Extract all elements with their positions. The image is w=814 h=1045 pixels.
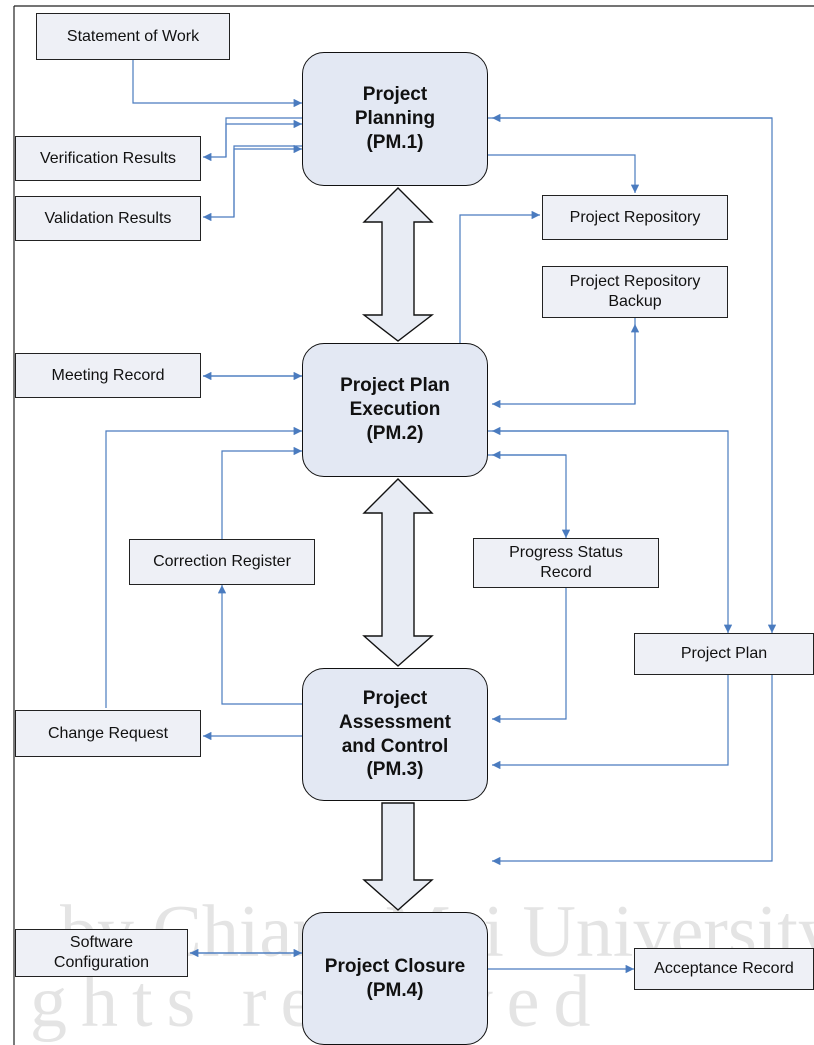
artifact-progress-status-record[interactable]: Progress Status Record — [473, 538, 659, 588]
connector-pm2-progress — [488, 454, 571, 538]
artifact-acceptance-record[interactable]: Acceptance Record — [634, 948, 814, 990]
artifact-meeting-record[interactable]: Meeting Record — [15, 353, 201, 398]
connector-verification-pm1 — [225, 119, 302, 157]
artifact-correction-register[interactable]: Correction Register — [129, 539, 315, 585]
artifact-project-repository[interactable]: Project Repository — [542, 195, 728, 240]
process-pm2-project-plan-execution[interactable]: Project Plan Execution (PM.2) — [302, 343, 488, 477]
connector-backup-pm2 — [492, 318, 636, 409]
block-arrow-pm1-pm2 — [361, 187, 435, 342]
block-arrow-pm3-pm4 — [362, 802, 434, 911]
artifact-software-configuration[interactable]: Software Configuration — [15, 929, 188, 977]
connector-pm3-correction — [217, 585, 302, 705]
connector-pm1-repository — [488, 154, 640, 193]
block-arrow-pm2-pm3 — [362, 478, 434, 667]
connector-change-pm2 — [105, 426, 302, 708]
connector-pm2-projectplan — [488, 430, 733, 633]
connector-progress-pm3 — [492, 588, 567, 724]
artifact-validation-results[interactable]: Validation Results — [15, 196, 201, 241]
process-pm3-assessment-and-control[interactable]: Project Assessment and Control (PM.3) — [302, 668, 488, 801]
process-pm4-project-closure[interactable]: Project Closure (PM.4) — [302, 912, 488, 1045]
artifact-project-repository-backup[interactable]: Project Repository Backup — [542, 266, 728, 318]
artifact-statement-of-work[interactable]: Statement of Work — [36, 13, 230, 60]
connector-projectplan-pm3 — [492, 675, 729, 770]
connector-validation-pm1 — [233, 144, 302, 217]
artifact-change-request[interactable]: Change Request — [15, 710, 201, 757]
artifact-project-plan[interactable]: Project Plan — [634, 633, 814, 675]
connector-correction-pm2 — [221, 446, 302, 539]
connector-pm2-repository — [459, 210, 540, 343]
process-pm1-project-planning[interactable]: Project Planning (PM.1) — [302, 52, 488, 186]
connector-sow-to-pm1 — [132, 60, 302, 108]
artifact-verification-results[interactable]: Verification Results — [15, 136, 201, 181]
connector-projectplan-pm4 — [492, 675, 773, 866]
